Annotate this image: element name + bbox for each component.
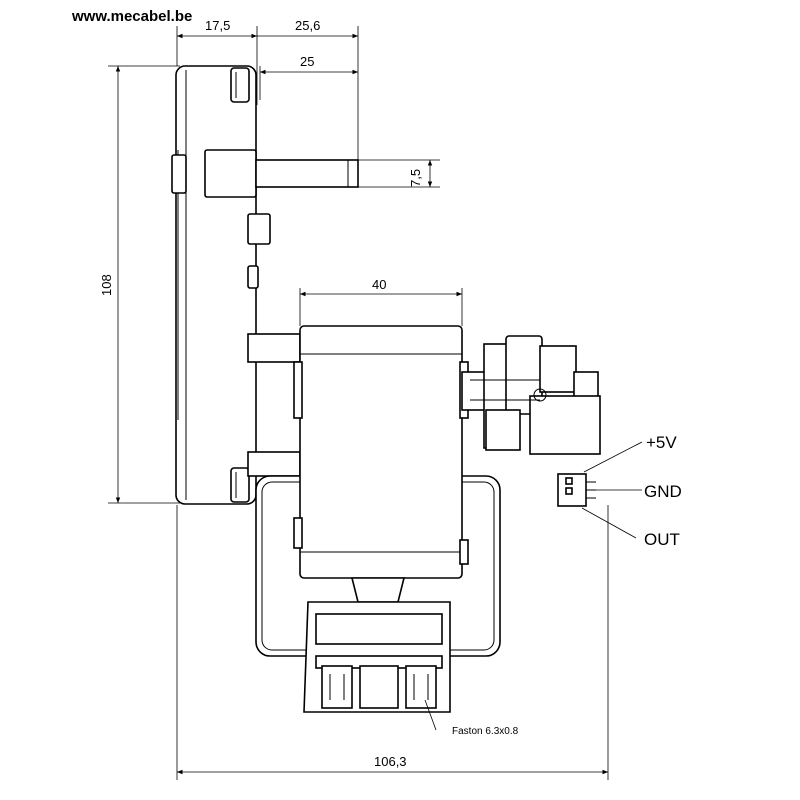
pin-label-gnd: GND xyxy=(644,482,682,501)
faston-leader xyxy=(424,699,437,731)
faston-note: Faston 6.3x0.8 xyxy=(452,726,519,737)
website-label: www.mecabel.be xyxy=(72,8,193,25)
pin-label-out: OUT xyxy=(644,530,680,549)
dim-top-cut: 17,5 xyxy=(205,18,230,33)
dim-shaft-length: 25 xyxy=(300,54,314,69)
dim-height: 108 xyxy=(99,274,114,296)
sensor-connector xyxy=(557,473,596,507)
motor-body xyxy=(293,325,469,603)
dim-shaft-diameter: 7,5 xyxy=(408,169,423,187)
pin-label-5v: +5V xyxy=(646,433,677,452)
faston-terminal-block xyxy=(303,601,451,713)
sensor-assembly xyxy=(461,335,601,455)
dim-top-total: 25,6 xyxy=(295,18,320,33)
dimension-lines xyxy=(108,26,609,780)
pin-leaders xyxy=(581,441,643,539)
dim-total-width: 106,3 xyxy=(374,754,407,769)
dim-motor-width: 40 xyxy=(372,277,386,292)
gearbox-side-view xyxy=(171,65,359,505)
